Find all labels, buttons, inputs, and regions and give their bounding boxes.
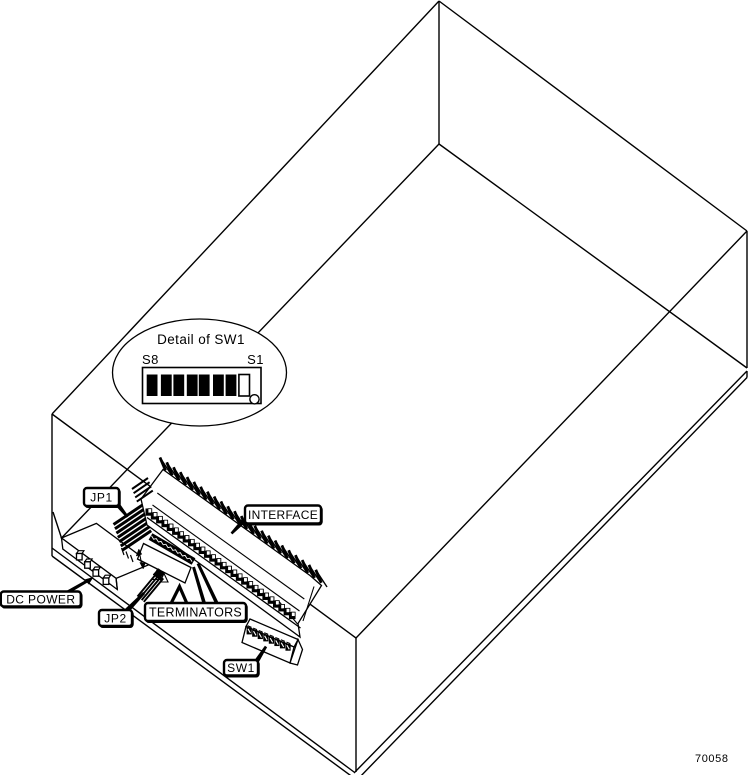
svg-text:S8: S8 [142, 352, 159, 367]
svg-text:SW1: SW1 [227, 661, 255, 675]
svg-text:TERMINATORS: TERMINATORS [149, 606, 242, 620]
svg-text:INTERFACE: INTERFACE [248, 508, 318, 522]
svg-text:DC POWER: DC POWER [6, 592, 75, 606]
svg-text:S1: S1 [247, 352, 264, 367]
svg-text:Detail of SW1: Detail of SW1 [157, 332, 245, 347]
svg-text:70058: 70058 [695, 753, 729, 765]
svg-text:JP2: JP2 [104, 611, 126, 625]
svg-text:JP1: JP1 [90, 490, 112, 504]
